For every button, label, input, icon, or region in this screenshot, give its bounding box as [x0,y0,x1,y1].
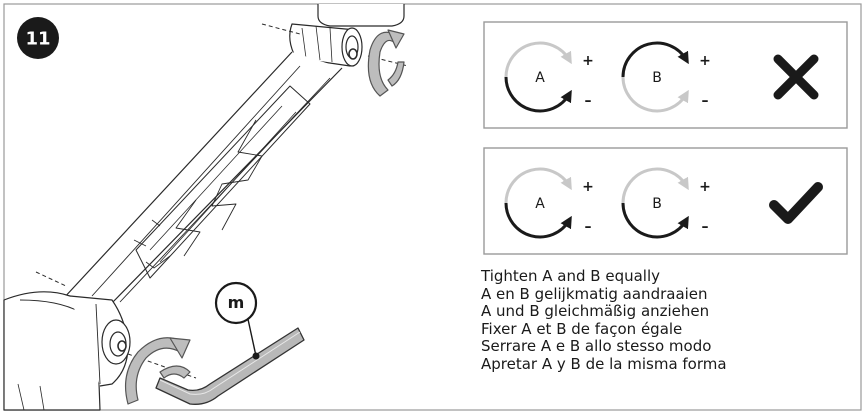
loosen-arrow [621,76,689,113]
instruction-fr: Fixer A et B de façon égale [481,319,683,338]
instruction-de: A und B gleichmäßig anziehen [481,302,710,321]
minus-sign: – [702,93,709,109]
minus-sign: – [585,219,592,235]
minus-sign: – [702,219,709,235]
loosen-arrow [504,202,572,239]
panel-incorrect: A + – B + – [483,21,848,129]
upper-rotation-arrow [367,29,405,97]
dial-label: A [535,70,545,86]
dial-b: B + – [621,41,711,113]
tighten-arrow [504,167,572,204]
plus-sign: + [699,53,711,69]
tool-label-circle [214,281,258,325]
hex-key-tool [155,327,305,405]
dial-label: B [652,70,662,86]
loosen-arrow [621,202,689,239]
plus-sign: + [582,179,594,195]
outer-frame [3,3,862,411]
instruction-nl: A en B gelijkmatig aandraaien [481,284,708,303]
tool-callout: m [214,281,260,360]
tighten-arrow [621,41,689,78]
panel-correct: A + – B + – [483,147,848,255]
dial-a: A + – [504,167,594,239]
loosen-arrow [504,76,572,113]
axis-lines [35,23,409,379]
dial-b: B + – [621,167,711,239]
lower-rotation-arrow [125,337,191,405]
step-number: 11 [25,29,50,50]
tool-label: m [228,293,245,312]
step-badge: 11 [17,17,59,59]
dial-label: B [652,196,662,212]
instruction-it: Serrare A e B allo stesso modo [481,337,712,356]
plus-sign: + [582,53,594,69]
cross-icon [773,54,819,100]
plus-sign: + [699,179,711,195]
dial-label: A [535,196,545,212]
check-icon [769,182,823,224]
instructions-text: Tighten A and B equally A en B gelijkmat… [481,267,727,374]
instruction-es: Apretar A y B de la misma forma [481,354,727,373]
monitor-arm-illustration [3,4,405,411]
instruction-en: Tighten A and B equally [481,267,661,285]
tightening-comparison: A + – B + – A + – B + – [483,21,848,255]
tighten-arrow [504,41,572,78]
minus-sign: – [585,93,592,109]
tighten-arrow [621,167,689,204]
dial-a: A + – [504,41,594,113]
